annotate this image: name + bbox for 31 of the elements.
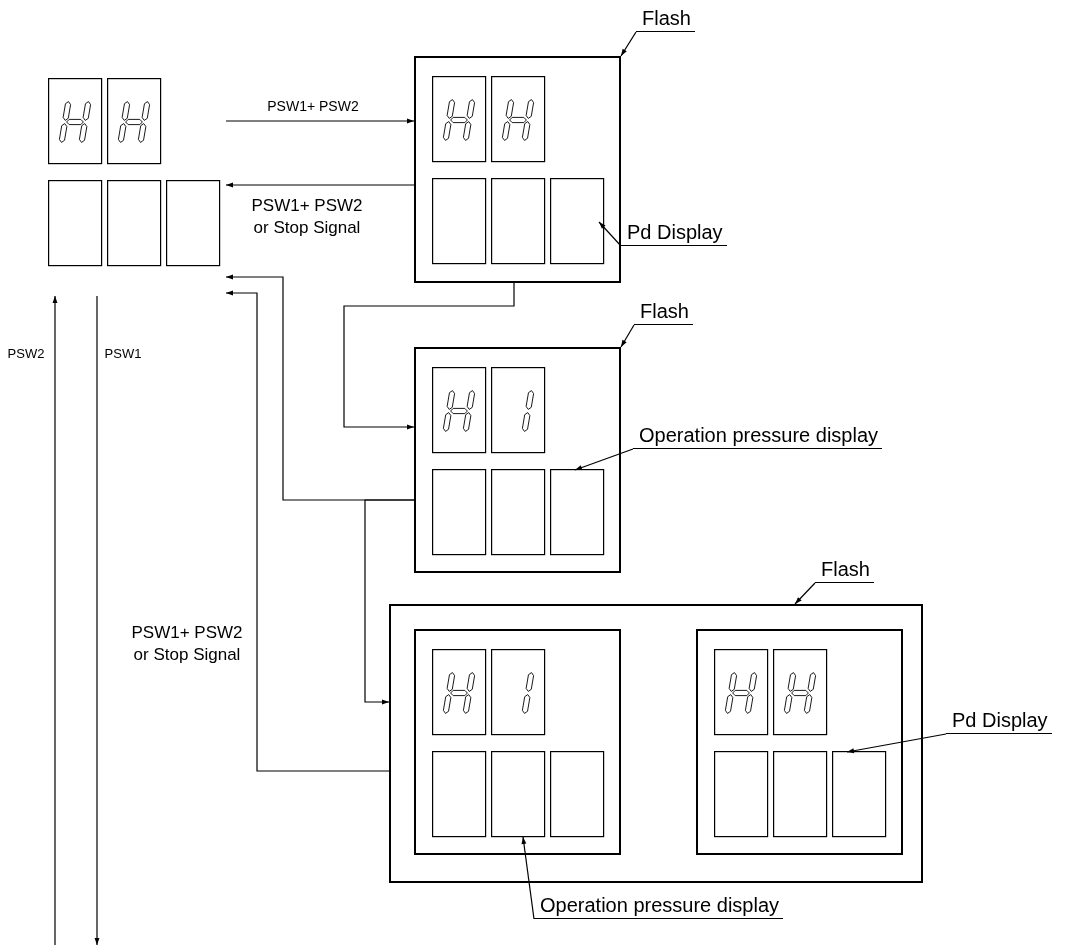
edge-label: PSW2 xyxy=(6,346,46,363)
callout-label: Pd Display xyxy=(946,708,1052,734)
arrow xyxy=(364,499,415,705)
arrow xyxy=(225,182,415,188)
arrow xyxy=(225,118,415,124)
arrow xyxy=(225,290,390,772)
leader-line xyxy=(521,836,535,920)
display-frame xyxy=(414,629,621,855)
edge-label: PSW1 xyxy=(103,346,143,363)
callout-label: Pd Display xyxy=(621,220,727,246)
arrow xyxy=(94,295,100,946)
edge-label: PSW1+ PSW2 xyxy=(266,97,360,116)
callout-label: Operation pressure display xyxy=(534,893,783,919)
edge-label: PSW1+ PSW2 or Stop Signal xyxy=(130,622,244,667)
callout-label: Flash xyxy=(636,6,695,32)
leader-line xyxy=(574,448,634,471)
arrow xyxy=(343,282,515,430)
callout-label: Operation pressure display xyxy=(633,423,882,449)
leader-line xyxy=(620,324,635,348)
leader-line xyxy=(620,31,637,57)
display-frame xyxy=(414,56,621,283)
display-frame xyxy=(389,604,923,883)
callout-label: Flash xyxy=(634,299,693,325)
display-frame xyxy=(696,629,903,855)
callout-label: Flash xyxy=(815,557,874,583)
display-frame xyxy=(414,347,621,573)
edge-label: PSW1+ PSW2 or Stop Signal xyxy=(250,195,364,240)
arrow xyxy=(52,295,58,946)
leader-line xyxy=(846,733,947,754)
leader-line xyxy=(598,221,622,247)
leader-line xyxy=(794,582,816,605)
